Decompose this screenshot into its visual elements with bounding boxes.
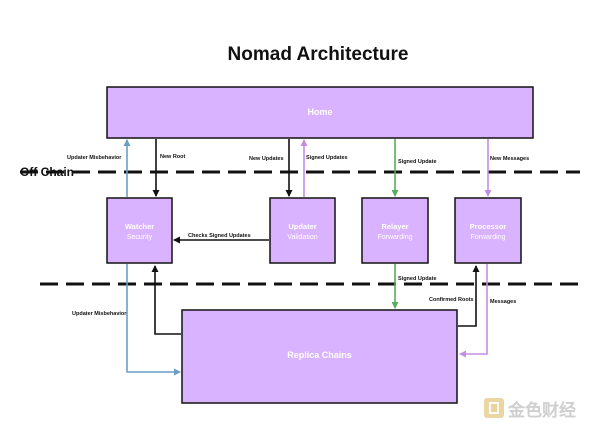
- label-messages: Messages: [490, 299, 516, 305]
- label-signed-update-bottom: Signed Update: [398, 276, 437, 282]
- watcher-sublabel: Security: [127, 234, 153, 241]
- watcher-box: [106, 197, 173, 264]
- home-label: Home: [307, 107, 332, 117]
- processor-label: Processor: [470, 222, 507, 231]
- processor-node: Processor Forwarding: [454, 197, 522, 264]
- label-updater-misbehavior-bottom: Updater Misbehavior: [72, 311, 127, 317]
- off-chain-label: Off Chain: [20, 165, 74, 179]
- watcher-node: Watcher Security: [106, 197, 173, 264]
- home-box: [106, 86, 534, 139]
- updater-sublabel: Validation: [287, 234, 317, 241]
- label-checks-signed-updates: Checks Signed Updates: [188, 233, 251, 239]
- watermark: 金色财经: [484, 398, 576, 421]
- updater-node: Updater Validation: [269, 197, 336, 264]
- jinse-logo-icon: [484, 398, 504, 418]
- arrow-watcher-to-replica: [126, 264, 181, 376]
- arrow-replica-to-processor: [458, 265, 480, 327]
- relayer-label: Relayer: [381, 222, 408, 231]
- processor-box: [454, 197, 522, 264]
- watermark-text: 金色财经: [507, 400, 576, 421]
- processor-sublabel: Forwarding: [470, 234, 505, 241]
- label-signed-update-top: Signed Update: [398, 159, 437, 165]
- diagram-title: Nomad Architecture: [228, 44, 409, 65]
- relayer-node: Relayer Forwarding: [361, 197, 429, 264]
- label-new-root: New Root: [160, 154, 186, 160]
- arrow-processor-to-replica: [459, 264, 488, 358]
- replica-chains-label: Replica Chains: [287, 350, 352, 360]
- label-signed-updates: Signed Updates: [306, 155, 348, 161]
- replica-chains-box: [181, 309, 458, 404]
- label-new-messages: New Messages: [490, 156, 529, 162]
- updater-box: [269, 197, 336, 264]
- arrow-replica-to-watcher: [151, 265, 181, 335]
- label-new-updates: New Updates: [249, 156, 284, 162]
- home-node: Home: [106, 86, 534, 139]
- label-updater-misbehavior-top: Updater Misbehavior: [67, 155, 122, 161]
- relayer-sublabel: Forwarding: [377, 234, 412, 241]
- relayer-box: [361, 197, 429, 264]
- replica-chains-node: Replica Chains: [181, 309, 458, 404]
- updater-label: Updater: [288, 222, 316, 231]
- label-confirmed-roots: Confirmed Roots: [429, 297, 474, 303]
- watcher-label: Watcher: [125, 222, 154, 231]
